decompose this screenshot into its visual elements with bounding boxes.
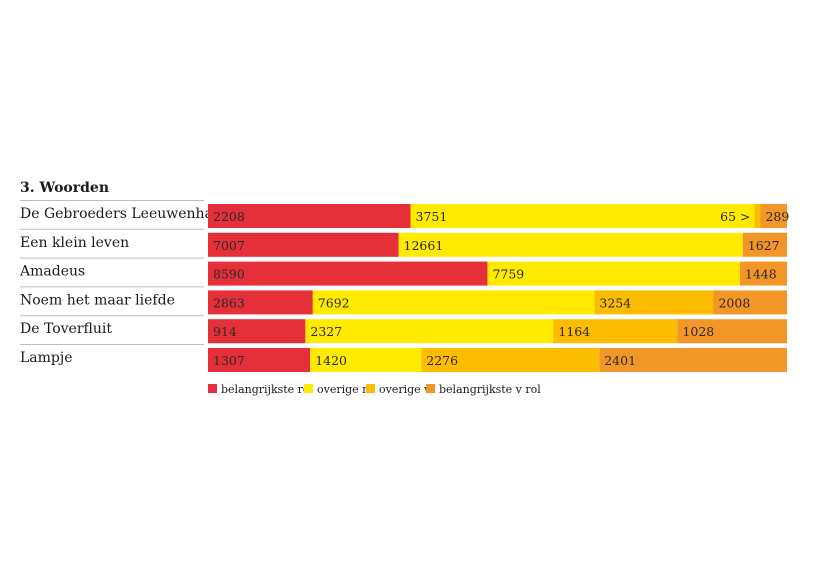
bar-segment [599,348,787,372]
bar-segment [410,204,755,228]
data-label: 2208 [213,209,245,224]
data-label: 1627 [748,238,780,253]
bar-segment [677,319,787,344]
bar-segment [754,204,761,228]
data-label: 2401 [604,353,636,368]
bar-segment [398,232,743,257]
chart-row: De Toverfluit 914 2327 1164 1028 [20,315,787,344]
legend-label: belangrijkste v rol [439,383,541,396]
data-label: 1028 [682,324,714,339]
chart-title: 3. Woorden [20,180,109,196]
data-label: 1307 [213,353,245,368]
legend-item: belangrijkste rol [208,383,314,396]
chart-row: Een klein leven 7007 12661 1627 [20,228,787,257]
legend-item: overige m [304,383,373,396]
bar-segment [208,204,411,228]
bar-segment [713,290,787,315]
data-label: 914 [213,324,237,339]
chart-row: Lampje 1307 1420 2276 2401 [20,344,787,372]
bar-segment [760,204,787,228]
category-label: Noem het maar liefde [20,292,175,308]
legend-swatch [366,384,375,393]
category-label: Lampje [20,350,73,366]
data-label: 7759 [492,267,524,282]
data-label: 2863 [213,295,245,310]
legend-label: belangrijkste rol [221,383,314,396]
category-label: Amadeus [19,264,85,280]
data-label: 1164 [558,324,590,339]
bar-segment [208,290,313,315]
bar-segment [553,319,678,344]
bar-segment [739,261,787,286]
bar-segment [208,319,306,344]
data-label: 3751 [416,209,448,224]
category-label: De Toverfluit [20,321,112,337]
chart-row: Noem het maar liefde 2863 7692 3254 2008 [20,286,787,315]
data-label: 65 > [720,209,750,224]
bar-segment [742,232,787,257]
legend-swatch [426,384,435,393]
bar-segment [208,232,399,257]
category-label: De Gebroeders Leeuwenhart [20,206,226,222]
legend-swatch [208,384,217,393]
data-label: 2008 [718,295,750,310]
bar-segment [208,261,488,286]
legend-label: overige m [317,383,373,396]
legend-swatch [304,384,313,393]
data-label: 12661 [404,238,444,253]
data-label: 3254 [599,295,631,310]
data-label: 1420 [315,353,347,368]
bar-segment [208,348,311,372]
legend-item: overige v [366,383,431,396]
data-label: 2276 [426,353,458,368]
bar-segment [310,348,422,372]
data-label: 7692 [318,295,350,310]
bar-segment [305,319,554,344]
data-label: 1448 [745,267,777,282]
bar-segment [312,290,595,315]
legend-label: overige v [379,383,431,396]
bar-segment [594,290,714,315]
data-label: 2327 [310,324,342,339]
bar-segment [487,261,740,286]
chart-row: Amadeus 8590 7759 1448 [19,257,787,286]
bar-segment [421,348,600,372]
data-label: 7007 [213,238,245,253]
data-label: 289 [765,209,789,224]
legend-item: belangrijkste v rol [426,383,541,396]
data-label: 8590 [213,267,245,282]
category-label: Een klein leven [20,235,129,251]
